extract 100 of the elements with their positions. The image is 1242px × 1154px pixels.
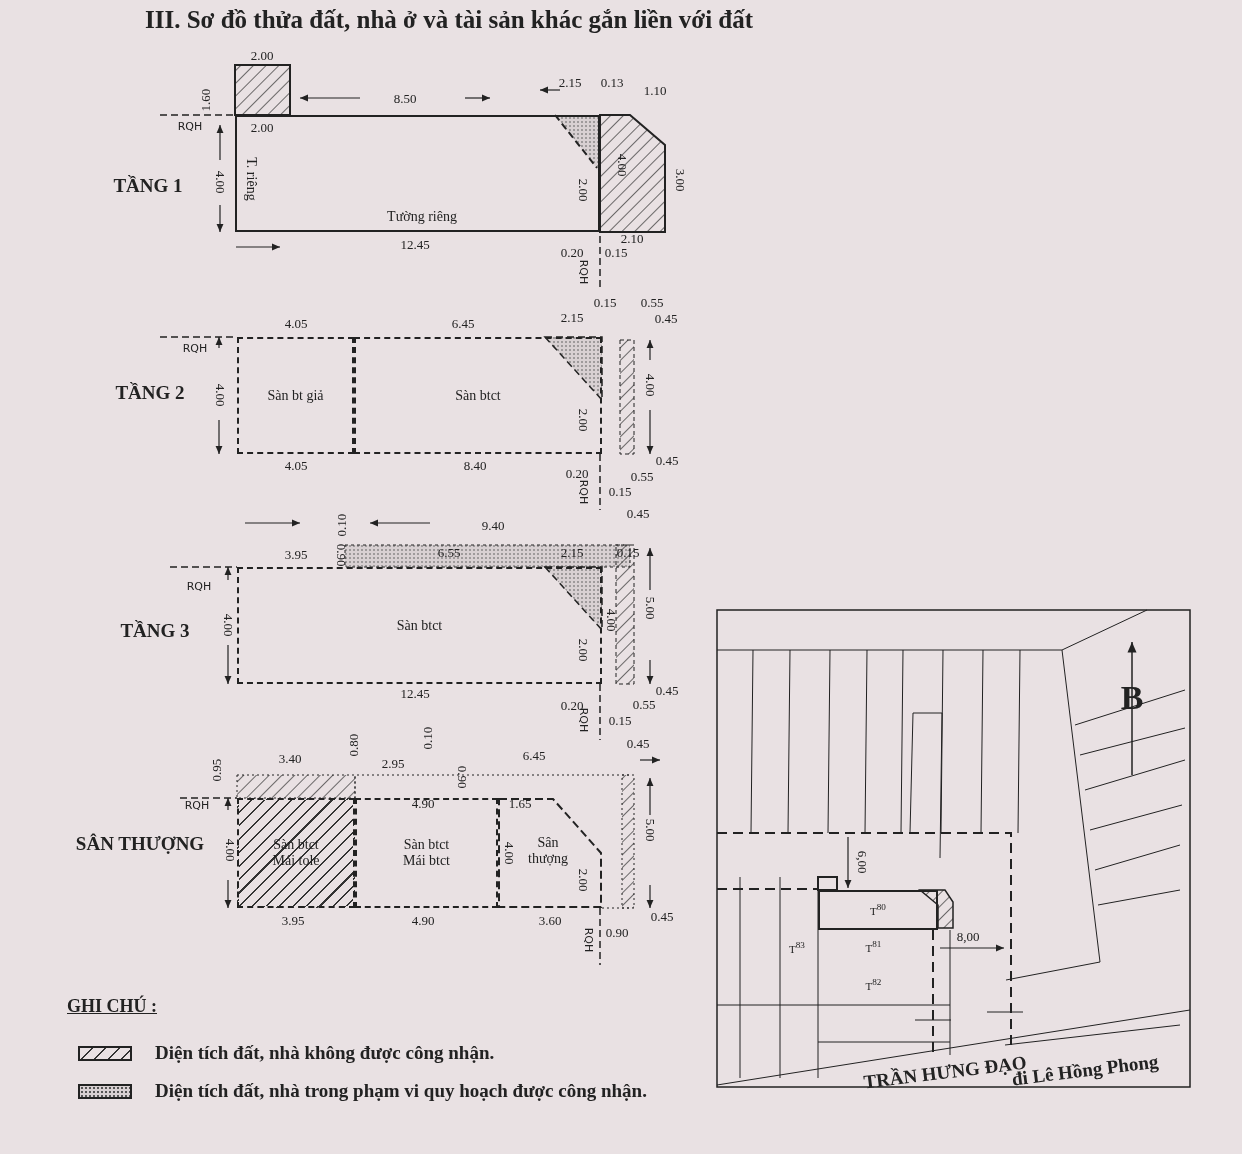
area-label: Sàn bt giả	[267, 387, 324, 404]
dimension-label: 4.00	[502, 841, 516, 865]
dimension-label: 1.60	[198, 88, 212, 112]
dimension-label: 6.45	[451, 316, 475, 330]
dimension-label: 12.45	[400, 686, 430, 700]
area-label: Tường riêng	[387, 208, 457, 226]
area-label: Sân thượng	[527, 834, 569, 868]
legend-heading: GHI CHÚ :	[67, 997, 157, 1015]
dimension-label: 6,00	[855, 850, 869, 874]
dimension-label: 2.15	[558, 75, 582, 89]
dimension-label: 6.55	[437, 545, 461, 559]
dimension-label: 2.00	[576, 408, 590, 432]
dimension-label: 12.45	[400, 237, 430, 251]
floor-label: TẦNG 2	[115, 382, 185, 402]
title: III. Sơ đồ thửa đất, nhà ở và tài sản khác gắn liền với đất	[145, 6, 754, 34]
boundary-label: RQH	[577, 479, 589, 505]
dimension-label: 4.00	[223, 838, 237, 862]
dimension-label: 4.00	[604, 608, 618, 632]
dimension-label: 0.13	[600, 75, 624, 89]
dimension-label: 0.45	[650, 909, 674, 923]
dimension-label: 3.95	[284, 547, 308, 561]
dimension-label: 4.00	[213, 170, 227, 194]
dimension-label: 0.90	[334, 543, 348, 567]
dimension-label: 2.00	[576, 638, 590, 662]
dimension-label: 2.00	[250, 120, 274, 134]
dimension-label: 8.50	[393, 91, 417, 105]
boundary-label: RQH	[577, 259, 589, 285]
dimension-label: 4.05	[284, 458, 308, 472]
area-label: Sàn btct Mái btct	[401, 836, 451, 870]
dimension-label: 0.80	[346, 733, 360, 757]
parcel-number: T$^{82}$	[865, 976, 882, 993]
dimension-label: 2.00	[576, 178, 590, 202]
dimension-label: 0.45	[626, 506, 650, 520]
dimension-label: 6.45	[522, 748, 546, 762]
dimension-label: 0.95	[209, 758, 223, 782]
dimension-label: 4.90	[411, 796, 435, 810]
dimension-label: 4.00	[213, 383, 227, 407]
area-label: T. riêng	[243, 157, 260, 201]
dimension-label: 0.15	[616, 545, 640, 559]
parcel-number: T$^{81}$	[865, 939, 882, 955]
dimension-label: 0.45	[655, 683, 679, 697]
dimension-label: 4.00	[221, 613, 235, 637]
dimension-label: 1.65	[508, 796, 532, 810]
dimension-label: 8.40	[463, 458, 487, 472]
dimension-label: 0.45	[655, 453, 679, 467]
dimension-label: 0.20	[565, 466, 589, 480]
room-area	[237, 337, 354, 454]
dimension-label: 0.15	[604, 245, 628, 259]
dimension-label: 0.15	[593, 295, 617, 309]
boundary-label: RQH	[182, 342, 208, 354]
area-label: Sàn btct	[396, 617, 443, 634]
room-area	[498, 798, 602, 908]
floor-label: TẦNG 1	[113, 175, 183, 195]
dimension-label: 0.15	[608, 713, 632, 727]
boundary-label: RQH	[582, 927, 594, 953]
dimension-label: 8,00	[956, 929, 980, 943]
room-area	[237, 798, 355, 908]
dimension-label: 4.05	[284, 316, 308, 330]
dimension-label: 0.45	[626, 736, 650, 750]
dimension-label: 2.00	[250, 48, 274, 62]
boundary-label: RQH	[177, 120, 203, 132]
dimension-label: 0.55	[632, 697, 656, 711]
room-area	[355, 798, 498, 908]
dimension-label: 2.15	[560, 310, 584, 324]
floor-outline	[235, 115, 600, 232]
dimension-label: 0.15	[608, 484, 632, 498]
dimension-label: 2.95	[381, 756, 405, 770]
parcel-number: T$^{83}$	[789, 940, 805, 956]
dimension-label: 4.00	[615, 153, 629, 177]
dimension-label: 0.55	[640, 295, 664, 309]
dimension-label: 3.60	[538, 913, 562, 927]
dimension-label: 3.00	[673, 168, 687, 192]
dimension-label: 5.00	[643, 818, 657, 842]
dimension-label: 0.90	[605, 925, 629, 939]
dimension-label: 2.00	[576, 868, 590, 892]
dimension-label: 2.10	[620, 231, 644, 245]
dimension-label: 9.40	[481, 518, 505, 532]
dimension-label: 0.10	[420, 726, 434, 750]
land-parcel	[818, 890, 938, 930]
boundary-label: RQH	[184, 799, 210, 811]
dimension-label: 4.90	[411, 913, 435, 927]
room-area	[354, 337, 602, 454]
floor-label: TẦNG 3	[120, 620, 190, 640]
dimension-label: 3.40	[278, 751, 302, 765]
floor-label: SÂN THƯỢNG	[75, 833, 205, 853]
legend-text: Diện tích đất, nhà trong phạm vi quy hoạch được công nhận.	[155, 1080, 647, 1102]
dimension-label: 0.10	[334, 513, 348, 537]
dimension-label: 0.90	[455, 765, 469, 789]
dimension-label: 4.00	[643, 373, 657, 397]
dimension-label: 2.15	[560, 545, 584, 559]
area-label: Sàn btct	[455, 387, 501, 404]
boundary-label: RQH	[186, 580, 212, 592]
legend-text: Diện tích đất, nhà không được công nhận.	[155, 1042, 495, 1064]
dimension-label: 1.10	[643, 83, 667, 97]
dimension-label: 0.45	[654, 311, 678, 325]
dimension-label: 5.00	[643, 596, 657, 620]
dimension-label: 3.95	[281, 913, 305, 927]
dimension-label: 0.55	[630, 469, 654, 483]
parcel-number: T$^{80}$	[870, 902, 886, 918]
dimension-label: 0.20	[560, 245, 584, 259]
